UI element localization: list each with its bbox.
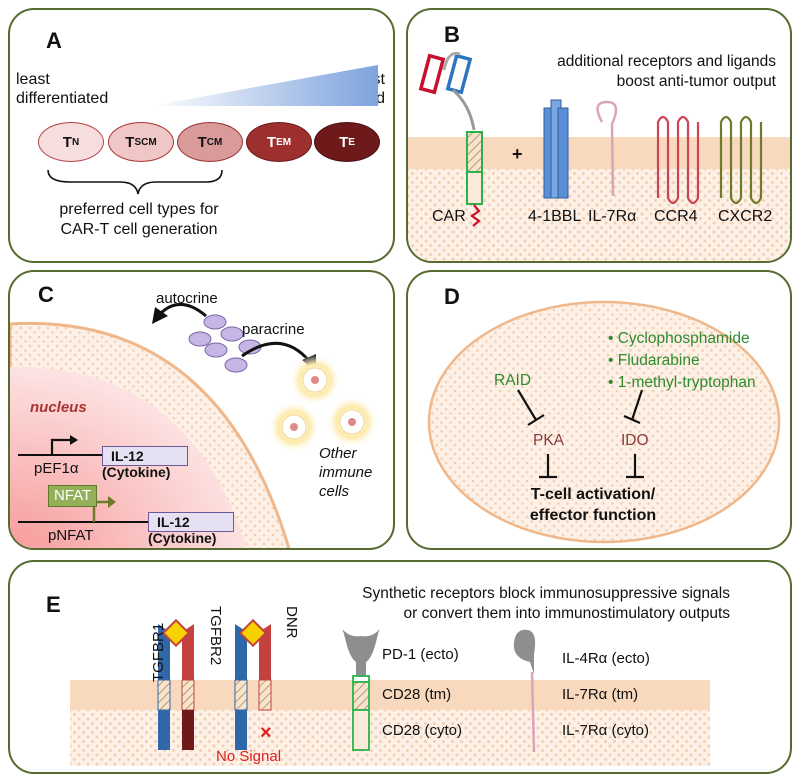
panel-a-letter: A	[46, 28, 62, 53]
tcell-activation-label: T-cell activation/ effector function	[529, 486, 657, 524]
panel-e: E Synthetic receptors block immunosuppre…	[8, 560, 792, 774]
b-receptors-art	[418, 51, 763, 227]
drug-cyclophosphamide: • Cyclophosphamide	[608, 330, 750, 347]
e-cytoplasm	[70, 710, 710, 766]
label-41bbl: 4-1BBL	[528, 208, 582, 225]
differentiation-gradient	[150, 65, 378, 106]
panel-b: B additional receptors and ligands boost…	[406, 8, 792, 263]
panel-b-heading: additional receptors and ligands boost a…	[557, 53, 776, 90]
panel-c: C	[8, 270, 395, 550]
promoter-pef1a: pEF1α	[34, 460, 79, 477]
cd28-cyto-label: CD28 (cyto)	[382, 722, 463, 739]
nucleus-label: nucleus	[30, 399, 87, 416]
cytokine-label-2: (Cytokine)	[148, 530, 217, 546]
paracrine-label: paracrine	[242, 321, 305, 338]
il7ra-cyto-label: IL-7Rα (cyto)	[562, 722, 650, 739]
cell-tscm-sub: SCM	[134, 136, 157, 148]
il12-box-1: IL-12	[102, 446, 188, 466]
promoter-pnfat: pNFAT	[48, 527, 94, 544]
d-cell-art	[427, 300, 781, 544]
panel-a: A least differentiated most differentiat…	[8, 8, 395, 263]
pka-label: PKA	[533, 432, 565, 449]
label-il7ra: IL-7Rα	[588, 208, 637, 225]
il4ra-ecto-label: IL-4Rα (ecto)	[562, 650, 650, 667]
cell-te-label: T	[339, 133, 349, 151]
label-car: CAR	[432, 208, 466, 225]
cell-tcm-sub: CM	[206, 136, 223, 148]
panel-d: D • Cyclophosphamide • Fludarabine • 1-m…	[406, 270, 792, 550]
ido-label: IDO	[621, 432, 649, 449]
cell-tn-sub: N	[71, 136, 80, 148]
panel-e-heading: Synthetic receptors block immunosuppress…	[362, 585, 730, 622]
label-cxcr2: CXCR2	[718, 208, 773, 225]
cell-tem-sub: EM	[276, 136, 292, 148]
nfat-box: NFAT	[48, 485, 98, 507]
pd1-ecto-label: PD-1 (ecto)	[382, 646, 459, 663]
no-signal-x: ×	[260, 722, 272, 744]
no-signal-label: No Signal	[216, 748, 282, 765]
cell-tscm-label: T	[125, 133, 135, 151]
least-differentiated-label: least differentiated	[16, 71, 109, 107]
e-receptors-art	[157, 618, 536, 753]
bracket	[47, 169, 223, 195]
cd28-tm-label: CD28 (tm)	[382, 686, 452, 703]
other-immune-cells-label: Other immune cells	[319, 445, 373, 500]
panel-c-letter: C	[38, 282, 54, 307]
preferred-cells-caption: preferred cell types for CAR-T cell gene…	[59, 201, 219, 238]
tgfbr1-label: TGFBR1	[150, 622, 167, 682]
panel-d-letter: D	[444, 284, 460, 309]
cell-tn-label: T	[62, 133, 72, 151]
il12-box-2: IL-12	[148, 512, 234, 532]
cell-te-sub: E	[348, 136, 355, 148]
drug-fludarabine: • Fludarabine	[608, 352, 700, 369]
dnr-label: DNR	[283, 606, 300, 639]
cell-tcm-label: T	[197, 133, 207, 151]
autocrine-label: autocrine	[156, 290, 218, 307]
tgfbr2-label: TGFBR2	[207, 606, 224, 666]
cell-tem-label: T	[266, 133, 277, 151]
label-ccr4: CCR4	[654, 208, 698, 225]
plus-sign: +	[512, 144, 523, 164]
panel-b-letter: B	[444, 22, 460, 47]
panel-e-letter: E	[46, 592, 61, 617]
il7ra-tm-label: IL-7Rα (tm)	[562, 686, 639, 703]
cytokine-label-1: (Cytokine)	[102, 464, 171, 480]
raid-label: RAID	[494, 372, 532, 389]
drug-1mt: • 1-methyl-tryptophan	[608, 374, 756, 391]
e-membrane	[70, 680, 710, 710]
